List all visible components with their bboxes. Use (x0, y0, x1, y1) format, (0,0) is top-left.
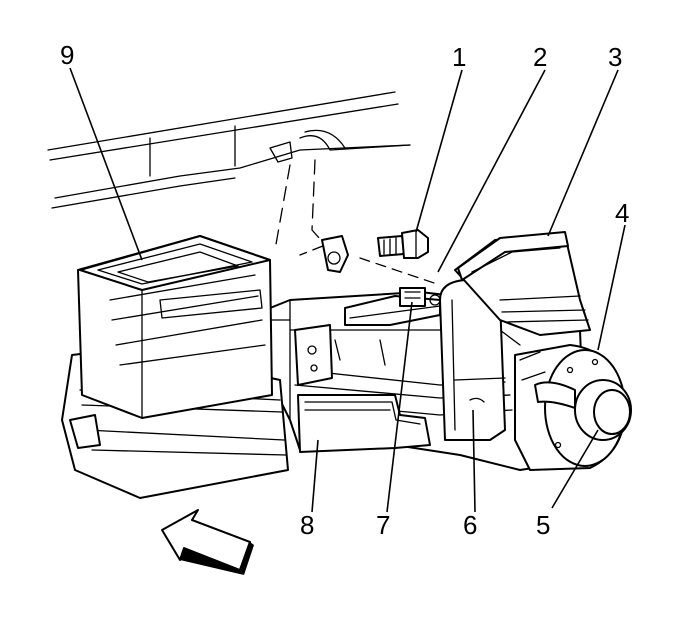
callout-7: 7 (376, 510, 390, 540)
part-1-bolt (377, 229, 429, 259)
leader-5 (551, 429, 599, 509)
forward-direction-arrow-icon (161, 509, 254, 575)
leader-1 (415, 69, 463, 233)
leader-6 (472, 409, 476, 513)
leader-3 (547, 69, 619, 237)
part-6-duct-section (439, 279, 506, 441)
leader-9 (69, 67, 143, 261)
mounting-bracket (294, 324, 333, 386)
callout-9: 9 (60, 40, 74, 70)
callout-2: 2 (533, 42, 547, 72)
callout-8: 8 (300, 510, 314, 540)
part-5-blower-motor (534, 358, 632, 449)
callout-3: 3 (608, 42, 622, 72)
vehicle-floor-frame (47, 91, 411, 209)
leader-4 (597, 224, 626, 351)
leader-2 (437, 69, 546, 273)
callout-1: 1 (452, 42, 466, 72)
part-8-lower-case (297, 394, 431, 453)
electrical-connector (321, 235, 349, 273)
leader-7 (386, 301, 413, 513)
leader-lines (69, 67, 626, 513)
callout-6: 6 (463, 510, 477, 540)
leader-8 (311, 439, 319, 513)
callout-5: 5 (536, 510, 550, 540)
callout-labels: 1 2 3 4 5 6 7 8 9 (60, 40, 629, 540)
part-3-intake-duct (454, 231, 591, 336)
callout-4: 4 (615, 198, 629, 228)
part-9-heater-core (77, 235, 273, 419)
part-7-actuator (344, 287, 441, 326)
assembly-guide-lines (274, 159, 441, 286)
